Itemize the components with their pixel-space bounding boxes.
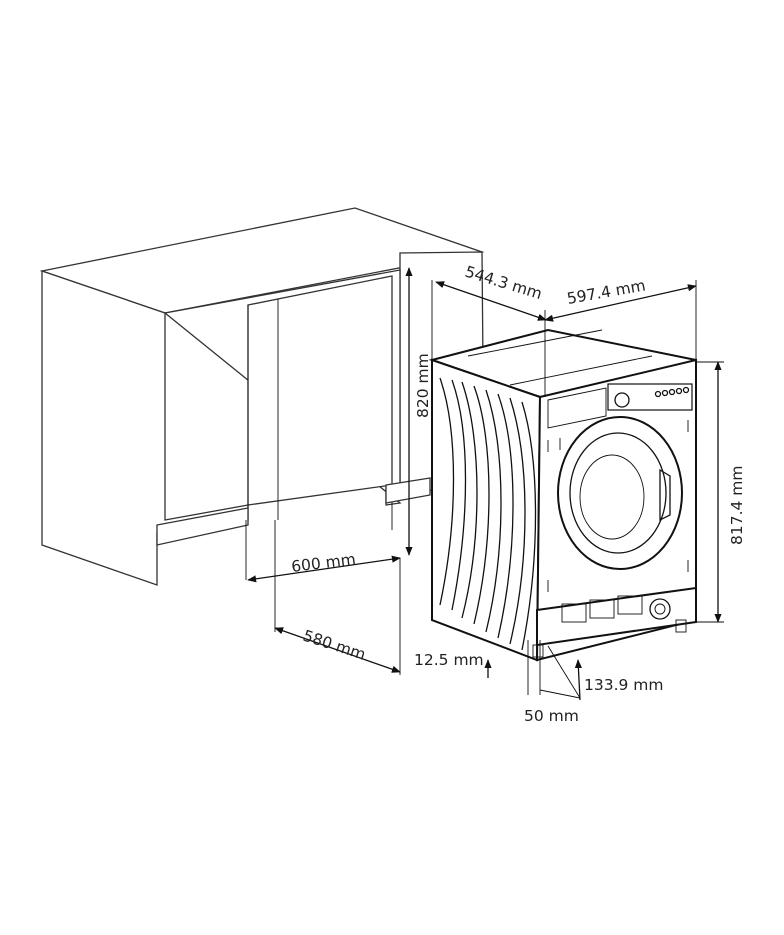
label-plinth-height: 133.9 mm <box>584 676 664 694</box>
label-foot-offset: 12.5 mm <box>414 651 484 669</box>
door-glass <box>569 432 667 554</box>
label-plinth-recess: 50 mm <box>524 707 579 725</box>
label-niche-width: 600 mm <box>290 550 356 576</box>
label-niche-depth: 580 mm <box>301 627 368 664</box>
drain-filter-icon <box>649 598 671 620</box>
dimension-lines <box>245 267 724 701</box>
program-knob-icon <box>614 392 630 408</box>
washing-machine <box>428 328 697 662</box>
door-ring <box>557 416 683 570</box>
label-machine-height: 817.4 mm <box>728 466 746 546</box>
label-niche-height: 820 mm <box>414 353 432 418</box>
label-machine-width: 597.4 mm <box>566 276 647 308</box>
